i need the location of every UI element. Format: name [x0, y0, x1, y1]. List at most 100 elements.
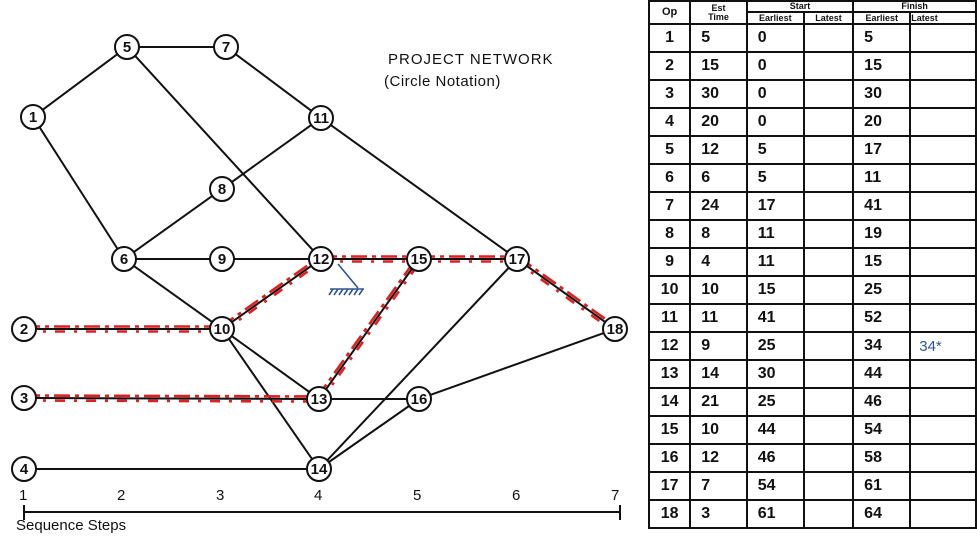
edge-7-11 [235, 53, 312, 112]
cell-start-latest [802, 275, 855, 305]
node-circle-17 [504, 246, 530, 272]
node-circle-14 [306, 456, 332, 482]
node-14: 14 [306, 456, 332, 482]
cell-finish-earliest: 58 [852, 443, 912, 473]
cell-finish-latest [909, 247, 977, 277]
node-label-1: 1 [29, 109, 37, 126]
edge-16-18 [429, 332, 605, 396]
cell-finish-latest [909, 135, 977, 165]
cell-op: 17 [648, 471, 692, 501]
node-label-5: 5 [123, 39, 131, 56]
node-12: 12 [308, 246, 334, 272]
network-edges [35, 46, 606, 470]
cell-est: 3 [689, 499, 748, 529]
cell-finish-earliest: 20 [852, 107, 912, 137]
cell-est: 11 [689, 303, 748, 333]
critical-edge-13-15 [319, 259, 423, 402]
cell-finish-latest [909, 499, 977, 529]
cell-start-latest [802, 23, 855, 53]
node-label-7: 7 [222, 39, 230, 56]
node-circle-4 [11, 456, 37, 482]
cell-finish-earliest: 25 [852, 275, 912, 305]
axis-tick-1: 1 [19, 487, 27, 504]
node-circle-13 [306, 386, 332, 412]
node-16: 16 [406, 386, 432, 412]
cell-est: 24 [689, 191, 748, 221]
node-label-12: 12 [313, 251, 330, 268]
edge-3-13 [35, 397, 308, 400]
cell-est: 4 [689, 247, 748, 277]
cell-op: 16 [648, 443, 692, 473]
project-network-diagram: PROJECT NETWORK (Circle Notation) 123456… [11, 34, 628, 534]
node-circle-10 [209, 316, 235, 342]
cell-start-latest [802, 331, 855, 361]
node-10: 10 [209, 316, 235, 342]
cell-finish-latest [909, 219, 977, 249]
node-15: 15 [406, 246, 432, 272]
cell-start-earliest: 41 [745, 303, 805, 333]
cell-op: 2 [648, 51, 692, 81]
node-circle-9 [209, 246, 235, 272]
cell-op: 8 [648, 219, 692, 249]
critical-edge-10-12 [222, 259, 324, 333]
cell-start-earliest: 0 [745, 79, 805, 109]
node-label-17: 17 [509, 251, 526, 268]
cell-op: 9 [648, 247, 692, 277]
node-label-13: 13 [311, 391, 328, 408]
node-label-15: 15 [411, 251, 428, 268]
node-11: 11 [308, 105, 334, 131]
cell-finish-latest [909, 275, 977, 305]
cell-finish-latest [909, 163, 977, 193]
cell-finish-latest [909, 359, 977, 389]
cell-start-earliest: 0 [745, 51, 805, 81]
node-label-10: 10 [214, 321, 231, 338]
critical-edge-17-18 [517, 255, 618, 329]
node-circle-5 [114, 34, 140, 60]
critical-edge-13-15 [315, 256, 419, 399]
axis-tick-7: 7 [611, 487, 619, 504]
edge-11-17 [330, 124, 508, 253]
cell-finish-latest [909, 191, 977, 221]
critical-path-overlay [23, 255, 618, 403]
cell-start-latest [802, 135, 855, 165]
cell-start-latest [802, 443, 855, 473]
cell-finish-earliest: 41 [852, 191, 912, 221]
edge-1-6 [38, 126, 119, 250]
critical-edge-10-12 [219, 255, 321, 329]
cell-finish-latest [909, 471, 977, 501]
cell-finish-latest [909, 443, 977, 473]
cell-op: 10 [648, 275, 692, 305]
edge-14-17 [326, 267, 510, 461]
cell-start-latest [802, 79, 855, 109]
axis-tick-6: 6 [512, 487, 520, 504]
node-circle-7 [213, 34, 239, 60]
axis-tick-2: 2 [117, 487, 125, 504]
edge-8-6 [133, 195, 213, 253]
cell-est: 8 [689, 219, 748, 249]
node-circle-16 [406, 386, 432, 412]
node-17: 17 [504, 246, 530, 272]
cell-start-earliest: 15 [745, 275, 805, 305]
ground-symbol-icon [328, 263, 364, 296]
node-label-2: 2 [20, 321, 28, 338]
cell-start-earliest: 0 [745, 23, 805, 53]
header-start-earliest: Earliest [745, 11, 805, 25]
cell-est: 10 [689, 415, 748, 445]
cell-est: 6 [689, 163, 748, 193]
critical-edge-17-18 [514, 259, 615, 333]
axis-label: Sequence Steps [16, 517, 126, 534]
cell-est: 5 [689, 23, 748, 53]
cell-start-latest [802, 191, 855, 221]
header-finish-latest: Latest [909, 11, 977, 25]
edge-5-12 [134, 55, 314, 251]
cell-start-latest [802, 471, 855, 501]
cell-est: 21 [689, 387, 748, 417]
cell-op: 12 [648, 331, 692, 361]
cell-start-earliest: 61 [745, 499, 805, 529]
node-label-8: 8 [218, 181, 226, 198]
